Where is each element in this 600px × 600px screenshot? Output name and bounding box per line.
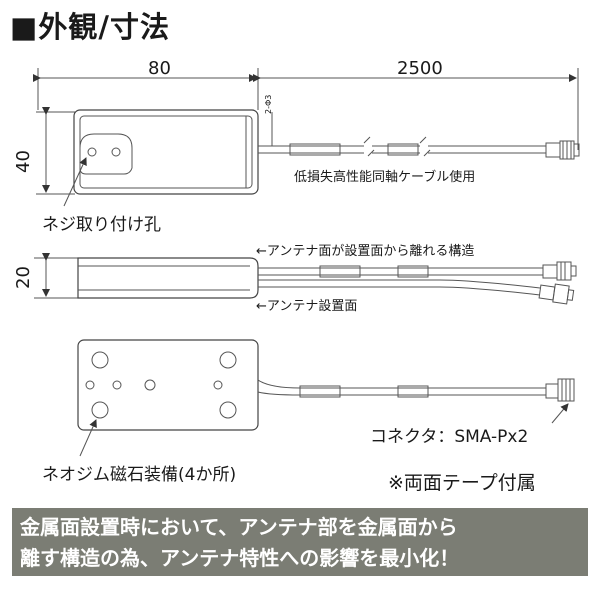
banner-line-1: 金属面設置時において、アンテナ部を金属面から bbox=[20, 515, 458, 539]
dimension-thickness: 20 bbox=[12, 266, 34, 289]
dimension-cable-length: 2500 bbox=[397, 58, 443, 79]
tape-note: ※両面テープ付属 bbox=[388, 472, 536, 494]
cable-label: 低損失高性能同軸ケーブル使用 bbox=[294, 170, 476, 185]
structure-label: ←アンテナ面が設置面から離れる構造 bbox=[256, 244, 475, 259]
banner-line-2: 離す構造の為、アンテナ特性への影響を最小化！ bbox=[20, 546, 460, 570]
dimension-height: 40 bbox=[12, 150, 34, 173]
connector-label: コネクタ：SMA-Px2 bbox=[370, 427, 529, 447]
magnet-label: ネオジム磁石装備(4か所) bbox=[42, 465, 237, 485]
side-view bbox=[34, 253, 577, 305]
top-view bbox=[33, 68, 580, 207]
dimension-cable-dia: 2-Φ3 bbox=[264, 94, 273, 114]
page-title: ■外観/寸法 bbox=[10, 10, 170, 44]
mount-face-label: ←アンテナ設置面 bbox=[256, 299, 358, 314]
screw-hole-label: ネジ取り付け孔 bbox=[42, 215, 161, 235]
bottom-view bbox=[77, 339, 575, 457]
feature-banner: 金属面設置時において、アンテナ部を金属面から 離す構造の為、アンテナ特性への影響… bbox=[12, 508, 588, 576]
dimension-width: 80 bbox=[148, 58, 171, 79]
